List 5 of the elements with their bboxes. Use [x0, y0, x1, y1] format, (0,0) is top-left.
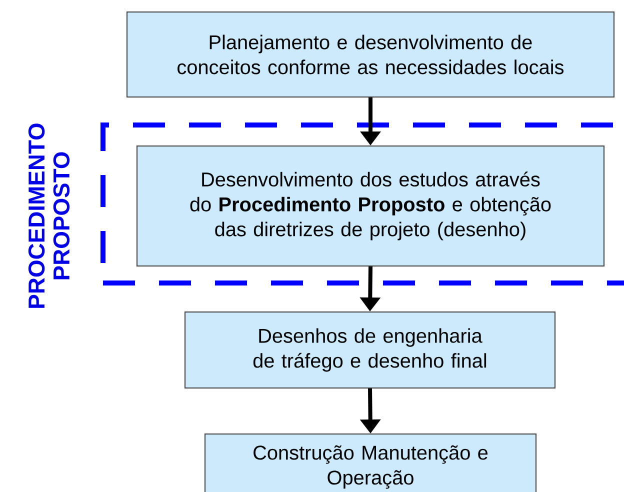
process-box: Construção Manutenção e Operação	[204, 434, 536, 492]
process-box: Planejamento e desenvolvimento de conceitos conforme as necessidades locais	[126, 12, 614, 98]
process-box: Desenvolvimento dos estudos através do Procedimento Proposto e obtenção das diretrizes de projeto (desenho)	[136, 146, 604, 266]
process-box: Desenhos de engenharia de tráfego e desenho final	[184, 312, 556, 388]
vertical-heading: PROCEDIMENTO PROPOSTO	[28, 124, 70, 308]
